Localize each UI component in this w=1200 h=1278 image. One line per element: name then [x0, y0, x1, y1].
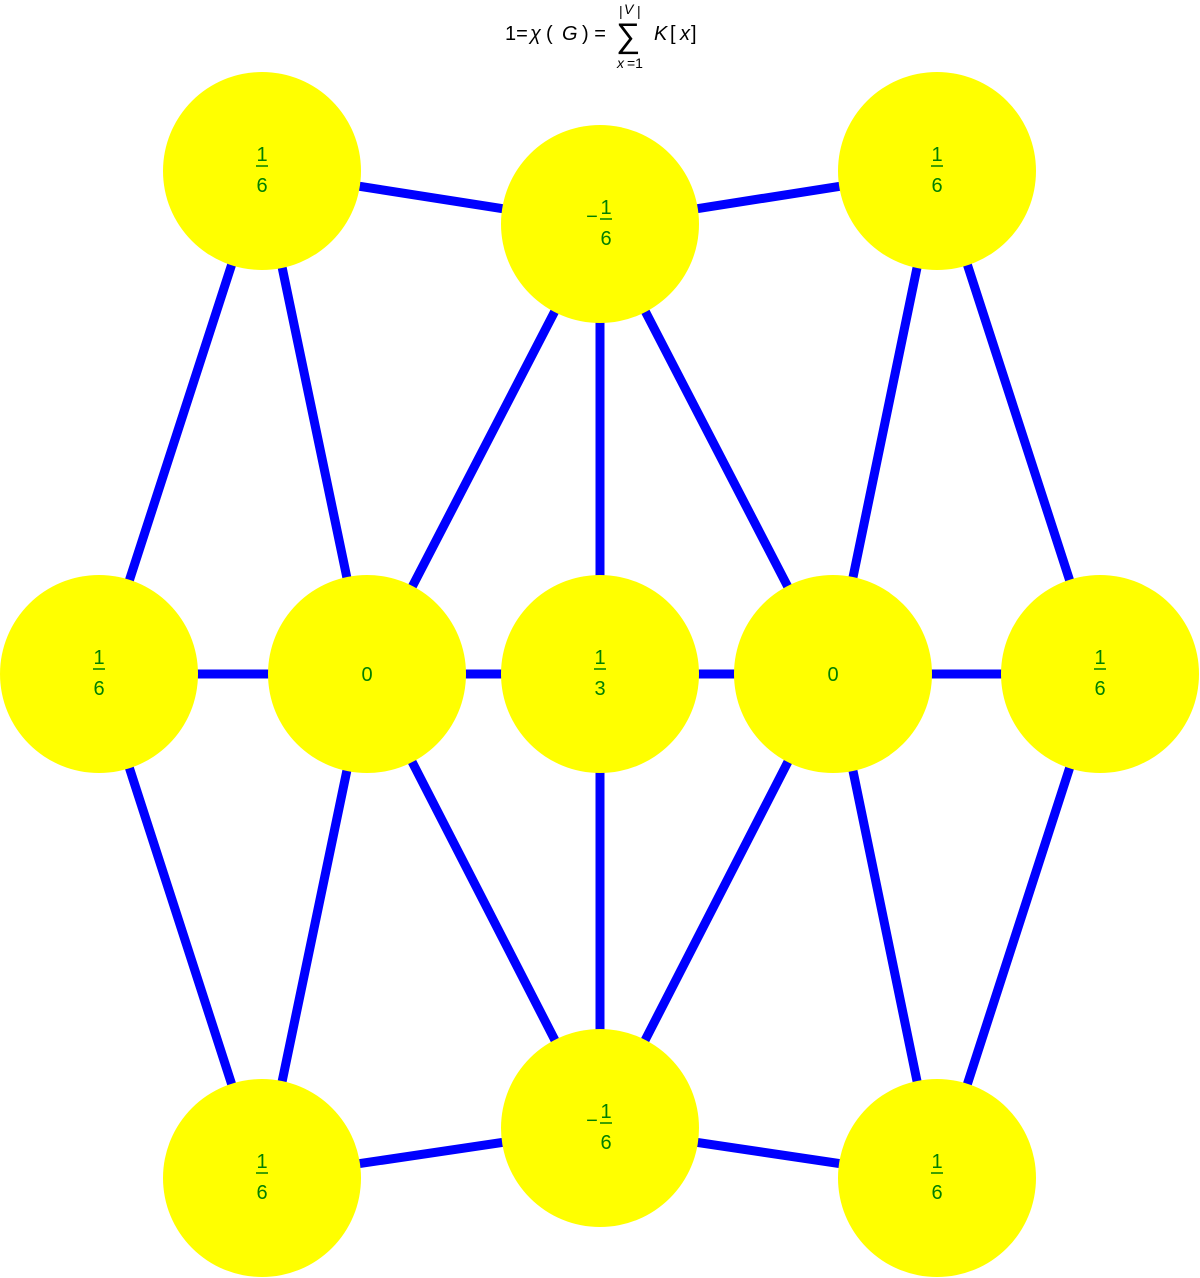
node-denominator: 6	[93, 678, 104, 700]
node-circle	[501, 1029, 699, 1227]
node-circle	[501, 575, 699, 773]
node-n6: 13	[501, 575, 699, 773]
node-circle	[838, 72, 1036, 270]
node-value: 0	[827, 664, 838, 686]
node-numerator: 1	[600, 1101, 611, 1123]
node-n5: 0	[268, 575, 466, 773]
node-numerator: 1	[600, 197, 611, 219]
formula-x-var: x	[679, 23, 691, 45]
node-denominator: 3	[594, 678, 605, 700]
node-n4: 16	[0, 575, 198, 773]
node-sign: −	[586, 1110, 598, 1132]
node-value: 0	[361, 664, 372, 686]
formula-bracket-open: [	[670, 23, 676, 45]
node-n9: 16	[163, 1079, 361, 1277]
formula-sigma: ∑	[616, 17, 640, 55]
formula-g: G	[562, 23, 578, 45]
node-n1: 16	[163, 72, 361, 270]
formula-k: K	[654, 23, 669, 45]
formula-upper-bar-left: |	[619, 3, 623, 19]
node-denominator: 6	[1094, 678, 1105, 700]
formula-upper-bar-right: |	[637, 3, 641, 19]
node-numerator: 1	[931, 1151, 942, 1173]
formula-upper-v: V	[624, 1, 635, 17]
node-denominator: 6	[931, 175, 942, 197]
node-circle	[1001, 575, 1199, 773]
node-circle	[838, 1079, 1036, 1277]
formula-close-paren-eq: ) =	[582, 23, 606, 45]
node-n3: 16	[838, 72, 1036, 270]
formula-open-paren: (	[546, 23, 553, 45]
node-numerator: 1	[256, 1151, 267, 1173]
node-numerator: 1	[256, 144, 267, 166]
node-circle	[163, 72, 361, 270]
node-numerator: 1	[93, 647, 104, 669]
node-denominator: 6	[600, 228, 611, 250]
formula: 1= χ ( G ) = | V | ∑ x =1 K [ x ]	[505, 1, 697, 71]
node-n10: −1 6	[501, 1029, 699, 1227]
node-numerator: 1	[594, 647, 605, 669]
formula-lower-eq-one: =1	[627, 55, 643, 71]
node-denominator: 6	[600, 1132, 611, 1154]
node-circle	[268, 575, 466, 773]
node-n7: 0	[734, 575, 932, 773]
node-n11: 16	[838, 1079, 1036, 1277]
node-circle	[163, 1079, 361, 1277]
node-circle	[734, 575, 932, 773]
node-denominator: 6	[931, 1182, 942, 1204]
node-numerator: 1	[931, 144, 942, 166]
node-circle	[501, 125, 699, 323]
node-denominator: 6	[256, 175, 267, 197]
formula-lhs: 1=	[505, 23, 528, 45]
node-denominator: 6	[256, 1182, 267, 1204]
node-n2: −1 6	[501, 125, 699, 323]
formula-chi: χ	[528, 23, 542, 45]
node-n8: 16	[1001, 575, 1199, 773]
formula-lower-x: x	[616, 55, 625, 71]
node-sign: −	[586, 206, 598, 228]
formula-bracket-close: ]	[691, 23, 697, 45]
node-numerator: 1	[1094, 647, 1105, 669]
node-circle	[0, 575, 198, 773]
